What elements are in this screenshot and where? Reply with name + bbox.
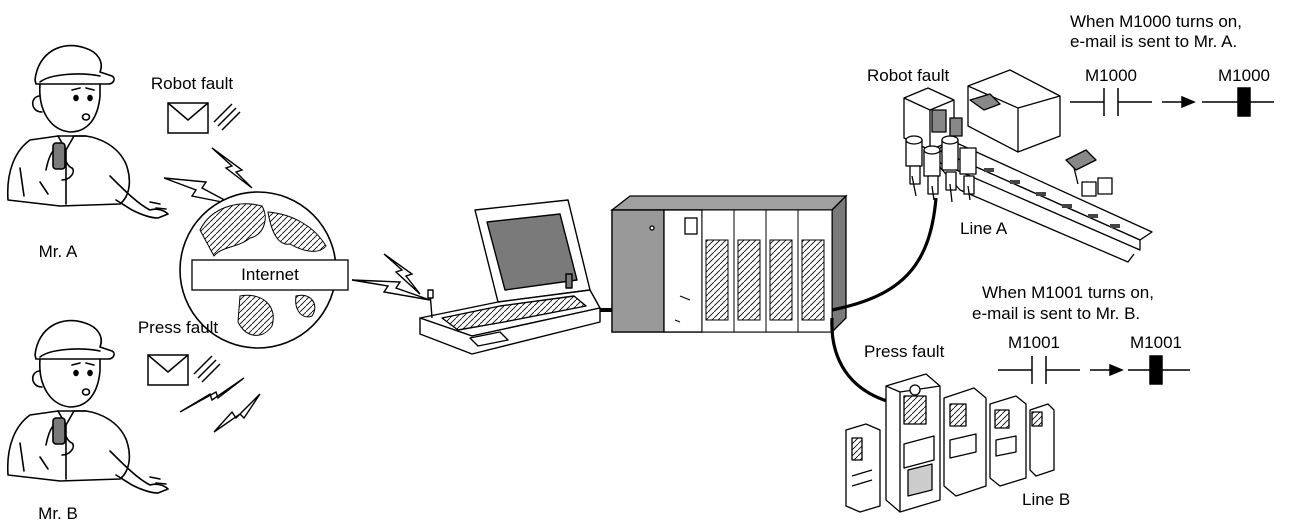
email-b-label: Press fault — [137, 318, 219, 337]
internet-globe-icon — [179, 191, 349, 349]
line-b-note-line1: When M1001 turns on, — [982, 283, 1154, 302]
line-b-fault-label: Press fault — [864, 342, 945, 361]
line-a-name: Line A — [960, 219, 1008, 238]
line-b-contact-label: M1001 — [1008, 333, 1060, 352]
laptop-icon — [419, 199, 601, 355]
line-a-contact-label: M1000 — [1085, 66, 1137, 85]
person-b-name: Mr. B — [38, 504, 78, 523]
line-a-note-line2: e-mail is sent to Mr. A. — [1070, 32, 1238, 51]
ladder-b-contact-symbol — [1031, 356, 1047, 384]
person-b-illustration — [6, 319, 169, 494]
line-a-robot-conveyor-icon — [903, 69, 1153, 263]
line-b-press-machines-icon — [845, 373, 1055, 513]
ladder-a-arrow — [1181, 95, 1196, 109]
plc-line-a-cable — [831, 197, 938, 312]
plc-rack-icon — [610, 194, 848, 334]
envelope-icon-a — [167, 102, 241, 134]
envelope-icon-b — [147, 354, 221, 386]
plc-line-b-cable — [830, 317, 891, 404]
line-b-note-line2: e-mail is sent to Mr. B. — [972, 304, 1141, 323]
internet-label-box — [191, 259, 349, 291]
person-a-illustration — [6, 44, 169, 219]
internet-label: Internet — [241, 265, 299, 284]
ladder-diagram-b — [998, 355, 1190, 385]
line-b-coil-label: M1001 — [1130, 333, 1182, 352]
line-b-name: Line B — [1022, 490, 1071, 509]
ladder-b-arrow — [1109, 363, 1124, 377]
ladder-b-coil-symbol — [1149, 355, 1163, 385]
person-a-name: Mr. A — [38, 242, 78, 261]
ladder-a-coil-symbol — [1237, 87, 1251, 117]
wireless-signal-icons — [163, 147, 431, 433]
line-a-note-line1: When M1000 turns on, — [1070, 12, 1242, 31]
line-a-coil-label: M1000 — [1218, 66, 1270, 85]
ladder-a-contact-symbol — [1103, 88, 1119, 116]
email-a-label: Robot fault — [150, 74, 234, 93]
ladder-diagram-a — [1070, 87, 1274, 117]
line-a-fault-label: Robot fault — [867, 66, 950, 85]
